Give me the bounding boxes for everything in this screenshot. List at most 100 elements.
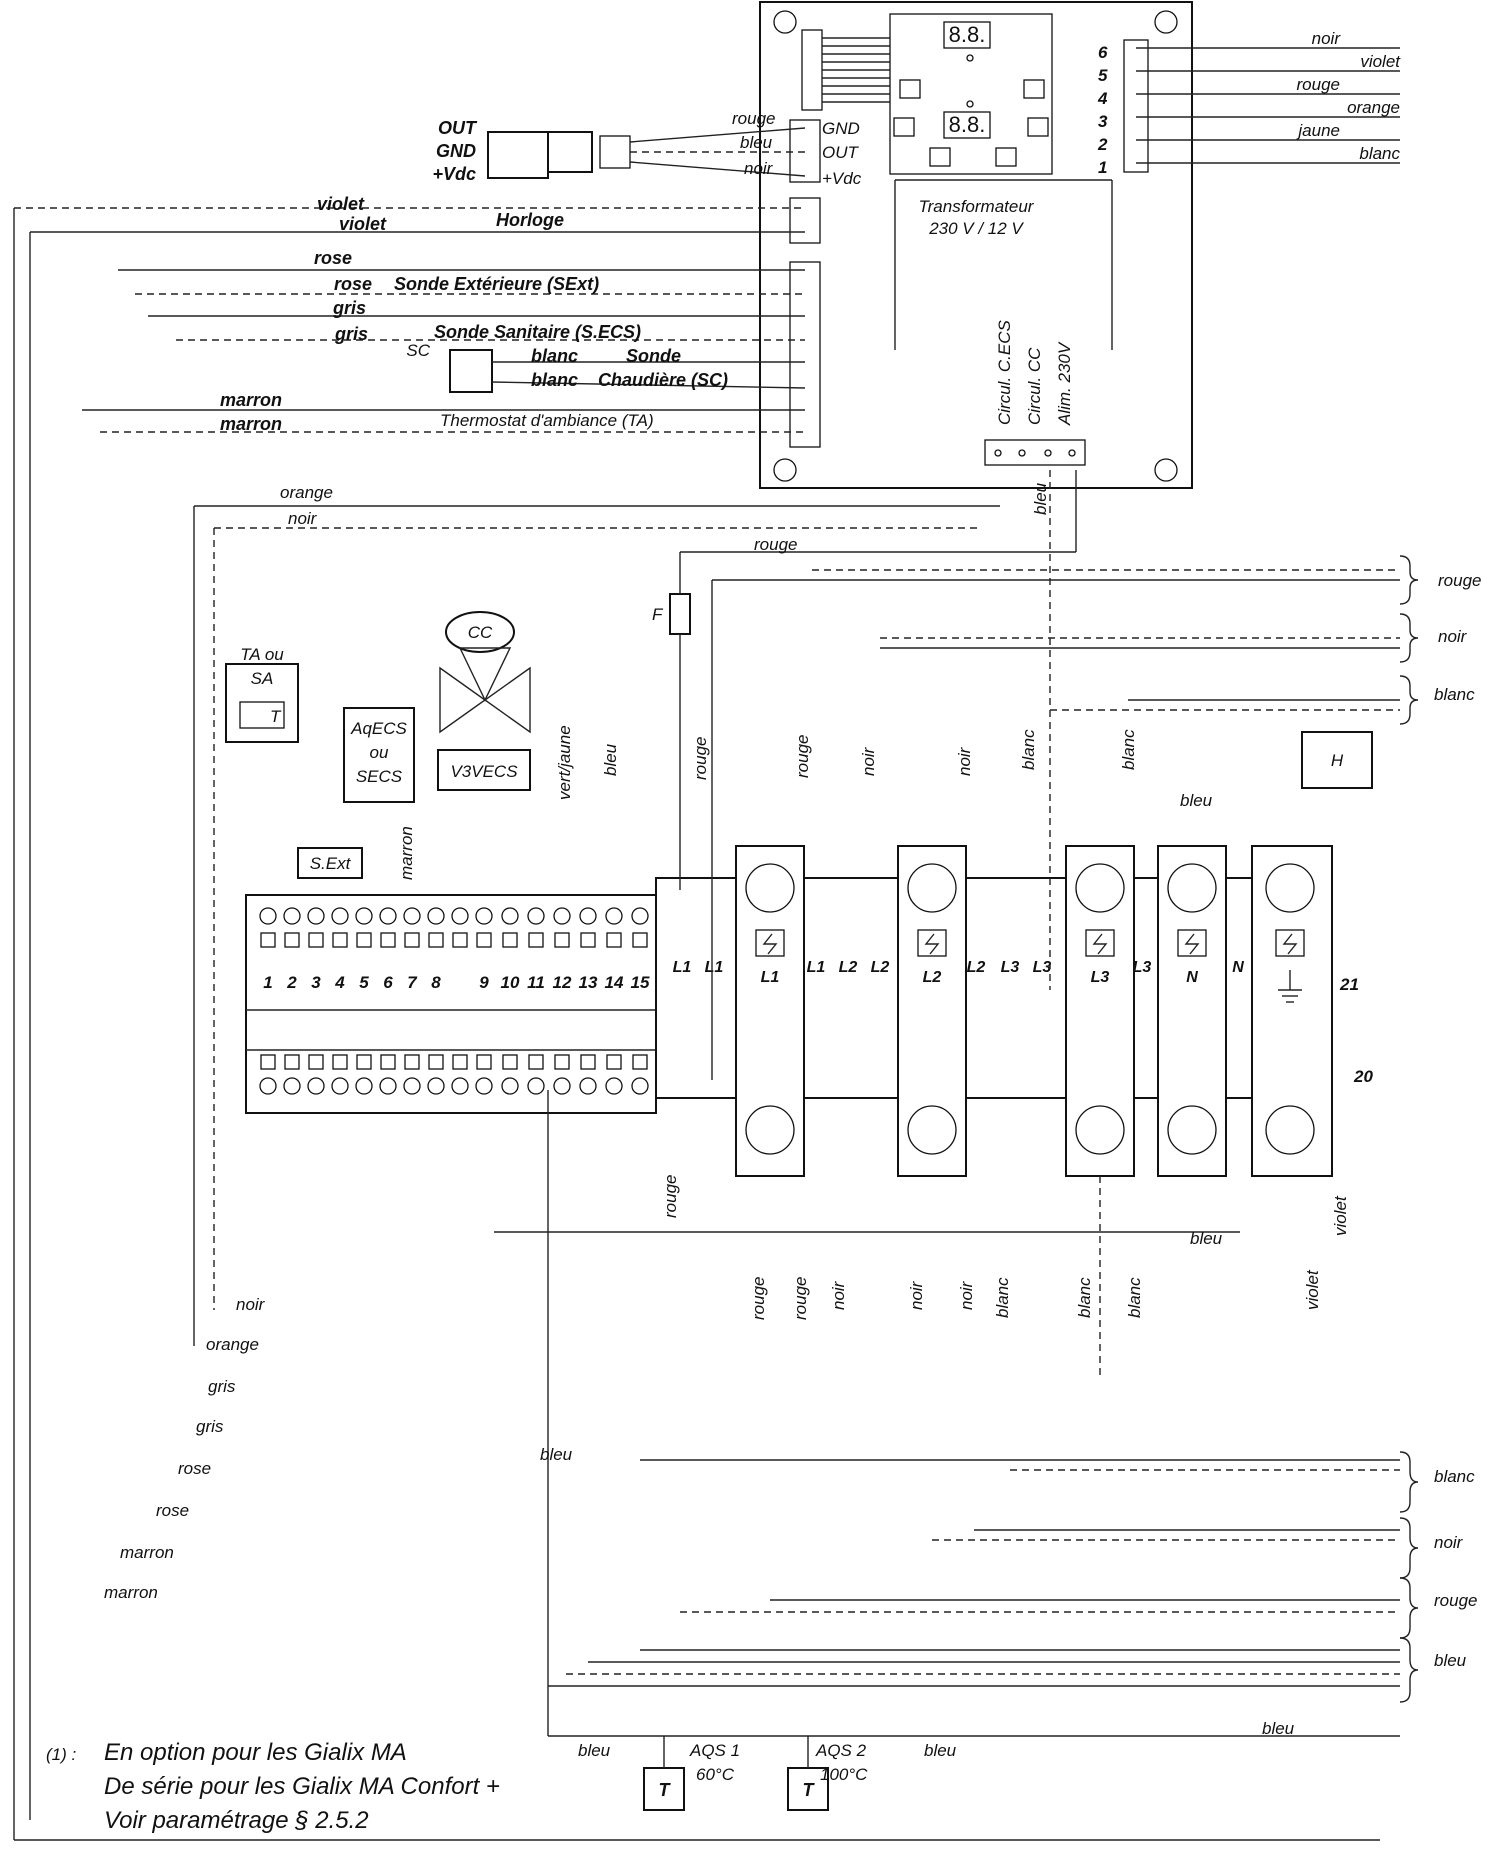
- terminal-slot: [476, 932, 492, 948]
- terminal-slot: [554, 1054, 570, 1070]
- wire-label: marron: [104, 1583, 158, 1602]
- control-board: 8.8. 8.8. Transformateur 230 V / 12 V 6 …: [759, 1, 1193, 489]
- wire-label-rouge: rouge: [732, 109, 775, 128]
- terminal-block: 1 2 3 4 5 6 7 8 9 10 11 12 13 14 15: [245, 894, 657, 1114]
- terminal-slot: [632, 1054, 648, 1070]
- wire-label: rouge: [791, 1277, 810, 1320]
- input-label: Sonde: [626, 346, 681, 366]
- terminal-slot: [308, 932, 324, 948]
- terminal-slot: [332, 1054, 348, 1070]
- group-label: blanc: [1434, 1467, 1475, 1486]
- group-label: rouge: [1434, 1591, 1477, 1610]
- terminal-screw: [501, 907, 519, 925]
- aqecs-device: [343, 707, 415, 803]
- input-label: Chaudière (SC): [598, 370, 728, 390]
- terminal-slot: [332, 932, 348, 948]
- input-label: marron: [220, 390, 282, 410]
- wire-label: gris: [196, 1417, 224, 1436]
- terminal-slot: [502, 1054, 518, 1070]
- wire-label: vert/jaune: [555, 725, 574, 800]
- display-wire-label: rouge: [1297, 75, 1340, 94]
- aqs2-temp: 100°C: [820, 1765, 868, 1784]
- terminal-screw: [579, 907, 597, 925]
- wire-label: noir: [236, 1295, 266, 1314]
- device-label: H: [1331, 751, 1344, 770]
- terminal-number: 11: [527, 973, 545, 992]
- terminal-slot: [428, 1054, 444, 1070]
- breaker-label: N: [1232, 959, 1244, 976]
- pin-number: 4: [1097, 89, 1108, 108]
- terminal-number: 14: [605, 973, 624, 992]
- terminal-slot: [502, 932, 518, 948]
- aqs1-box: [643, 1767, 685, 1811]
- wire-label: orange: [206, 1335, 259, 1354]
- device-label: AqECS: [350, 719, 407, 738]
- terminal-screw: [307, 907, 325, 925]
- wire-label-bleu: bleu: [740, 133, 773, 152]
- device-label: SA: [251, 669, 274, 688]
- terminal-number: 13: [579, 973, 598, 992]
- out-pin-label: OUT: [822, 143, 860, 162]
- aqs2-t: T: [803, 1780, 816, 1800]
- terminal-number: 12: [553, 973, 572, 992]
- wire-label: bleu: [1031, 482, 1050, 515]
- wire-label: blanc: [993, 1277, 1012, 1318]
- wire-label: noir: [955, 746, 974, 776]
- terminal-screw: [605, 1077, 623, 1095]
- wire-label: noir: [829, 1280, 848, 1310]
- terminal-screw: [527, 1077, 545, 1095]
- terminal-screw: [403, 1077, 421, 1095]
- vdc-label: +Vdc: [432, 164, 476, 184]
- wire-label: noir: [907, 1280, 926, 1310]
- display-wire-label: noir: [1312, 29, 1342, 48]
- terminal-screw: [527, 907, 545, 925]
- wire-labels: orange noir rouge bleu vert/jaune bleu m…: [104, 482, 1350, 1738]
- output-label-cecs: Circul. C.ECS: [995, 319, 1014, 425]
- footnote-line3: Voir paramétrage § 2.5.2: [104, 1807, 369, 1834]
- terminal-slot: [404, 1054, 420, 1070]
- terminal-number: 3: [311, 973, 321, 992]
- aqs1-t: T: [659, 1780, 672, 1800]
- input-label: rose: [334, 274, 372, 294]
- terminal-screw: [579, 1077, 597, 1095]
- out-label: OUT: [438, 118, 478, 138]
- terminal-screw: [331, 1077, 349, 1095]
- terminal-number: 9: [479, 973, 489, 992]
- display-wire-label: jaune: [1296, 121, 1340, 140]
- display-wire-label: orange: [1347, 98, 1400, 117]
- terminal-screw: [605, 907, 623, 925]
- wire-label: rouge: [661, 1175, 680, 1218]
- svg-text:8.8.: 8.8.: [949, 112, 986, 137]
- terminal-slot: [632, 932, 648, 948]
- wire-label: bleu: [1180, 791, 1213, 810]
- sext-device: [297, 847, 363, 879]
- terminal-number: 10: [501, 973, 520, 992]
- wire-label: bleu: [1190, 1229, 1223, 1248]
- terminal-screw: [475, 1077, 493, 1095]
- device-label: ou: [370, 743, 389, 762]
- pin-number: 2: [1097, 135, 1108, 154]
- breaker-labels: L1 L1 L1 L1 L2 L2 L2 L2 L3 L3 L3 L3 N N: [673, 959, 1245, 986]
- group-label: noir: [1434, 1533, 1464, 1552]
- side-number-20: 20: [1353, 1067, 1373, 1086]
- terminal-screw: [355, 1077, 373, 1095]
- wire-label: orange: [280, 483, 333, 502]
- breaker-label: L1: [807, 959, 826, 976]
- terminal-slot: [260, 932, 276, 948]
- v3v-device: [437, 749, 531, 791]
- terminal-number: 15: [631, 973, 650, 992]
- terminal-slot: [476, 1054, 492, 1070]
- input-label: Horloge: [496, 210, 564, 230]
- devices: TA ou SA T AqECS ou SECS S.Ext CC V3VECS…: [225, 593, 1373, 879]
- input-label: rose: [314, 248, 352, 268]
- footnote-marker: (1) :: [46, 1745, 77, 1764]
- terminal-slot: [308, 1054, 324, 1070]
- wire-label: blanc: [1075, 1277, 1094, 1318]
- device-label: V3VECS: [450, 762, 518, 781]
- svg-text:8.8.: 8.8.: [949, 22, 986, 47]
- device-label: S.Ext: [310, 854, 352, 873]
- terminal-screw: [451, 1077, 469, 1095]
- terminal-number: 4: [334, 973, 345, 992]
- input-header: [789, 261, 821, 448]
- input-wires: violet violet Horloge rose rose Sonde Ex…: [13, 194, 806, 1840]
